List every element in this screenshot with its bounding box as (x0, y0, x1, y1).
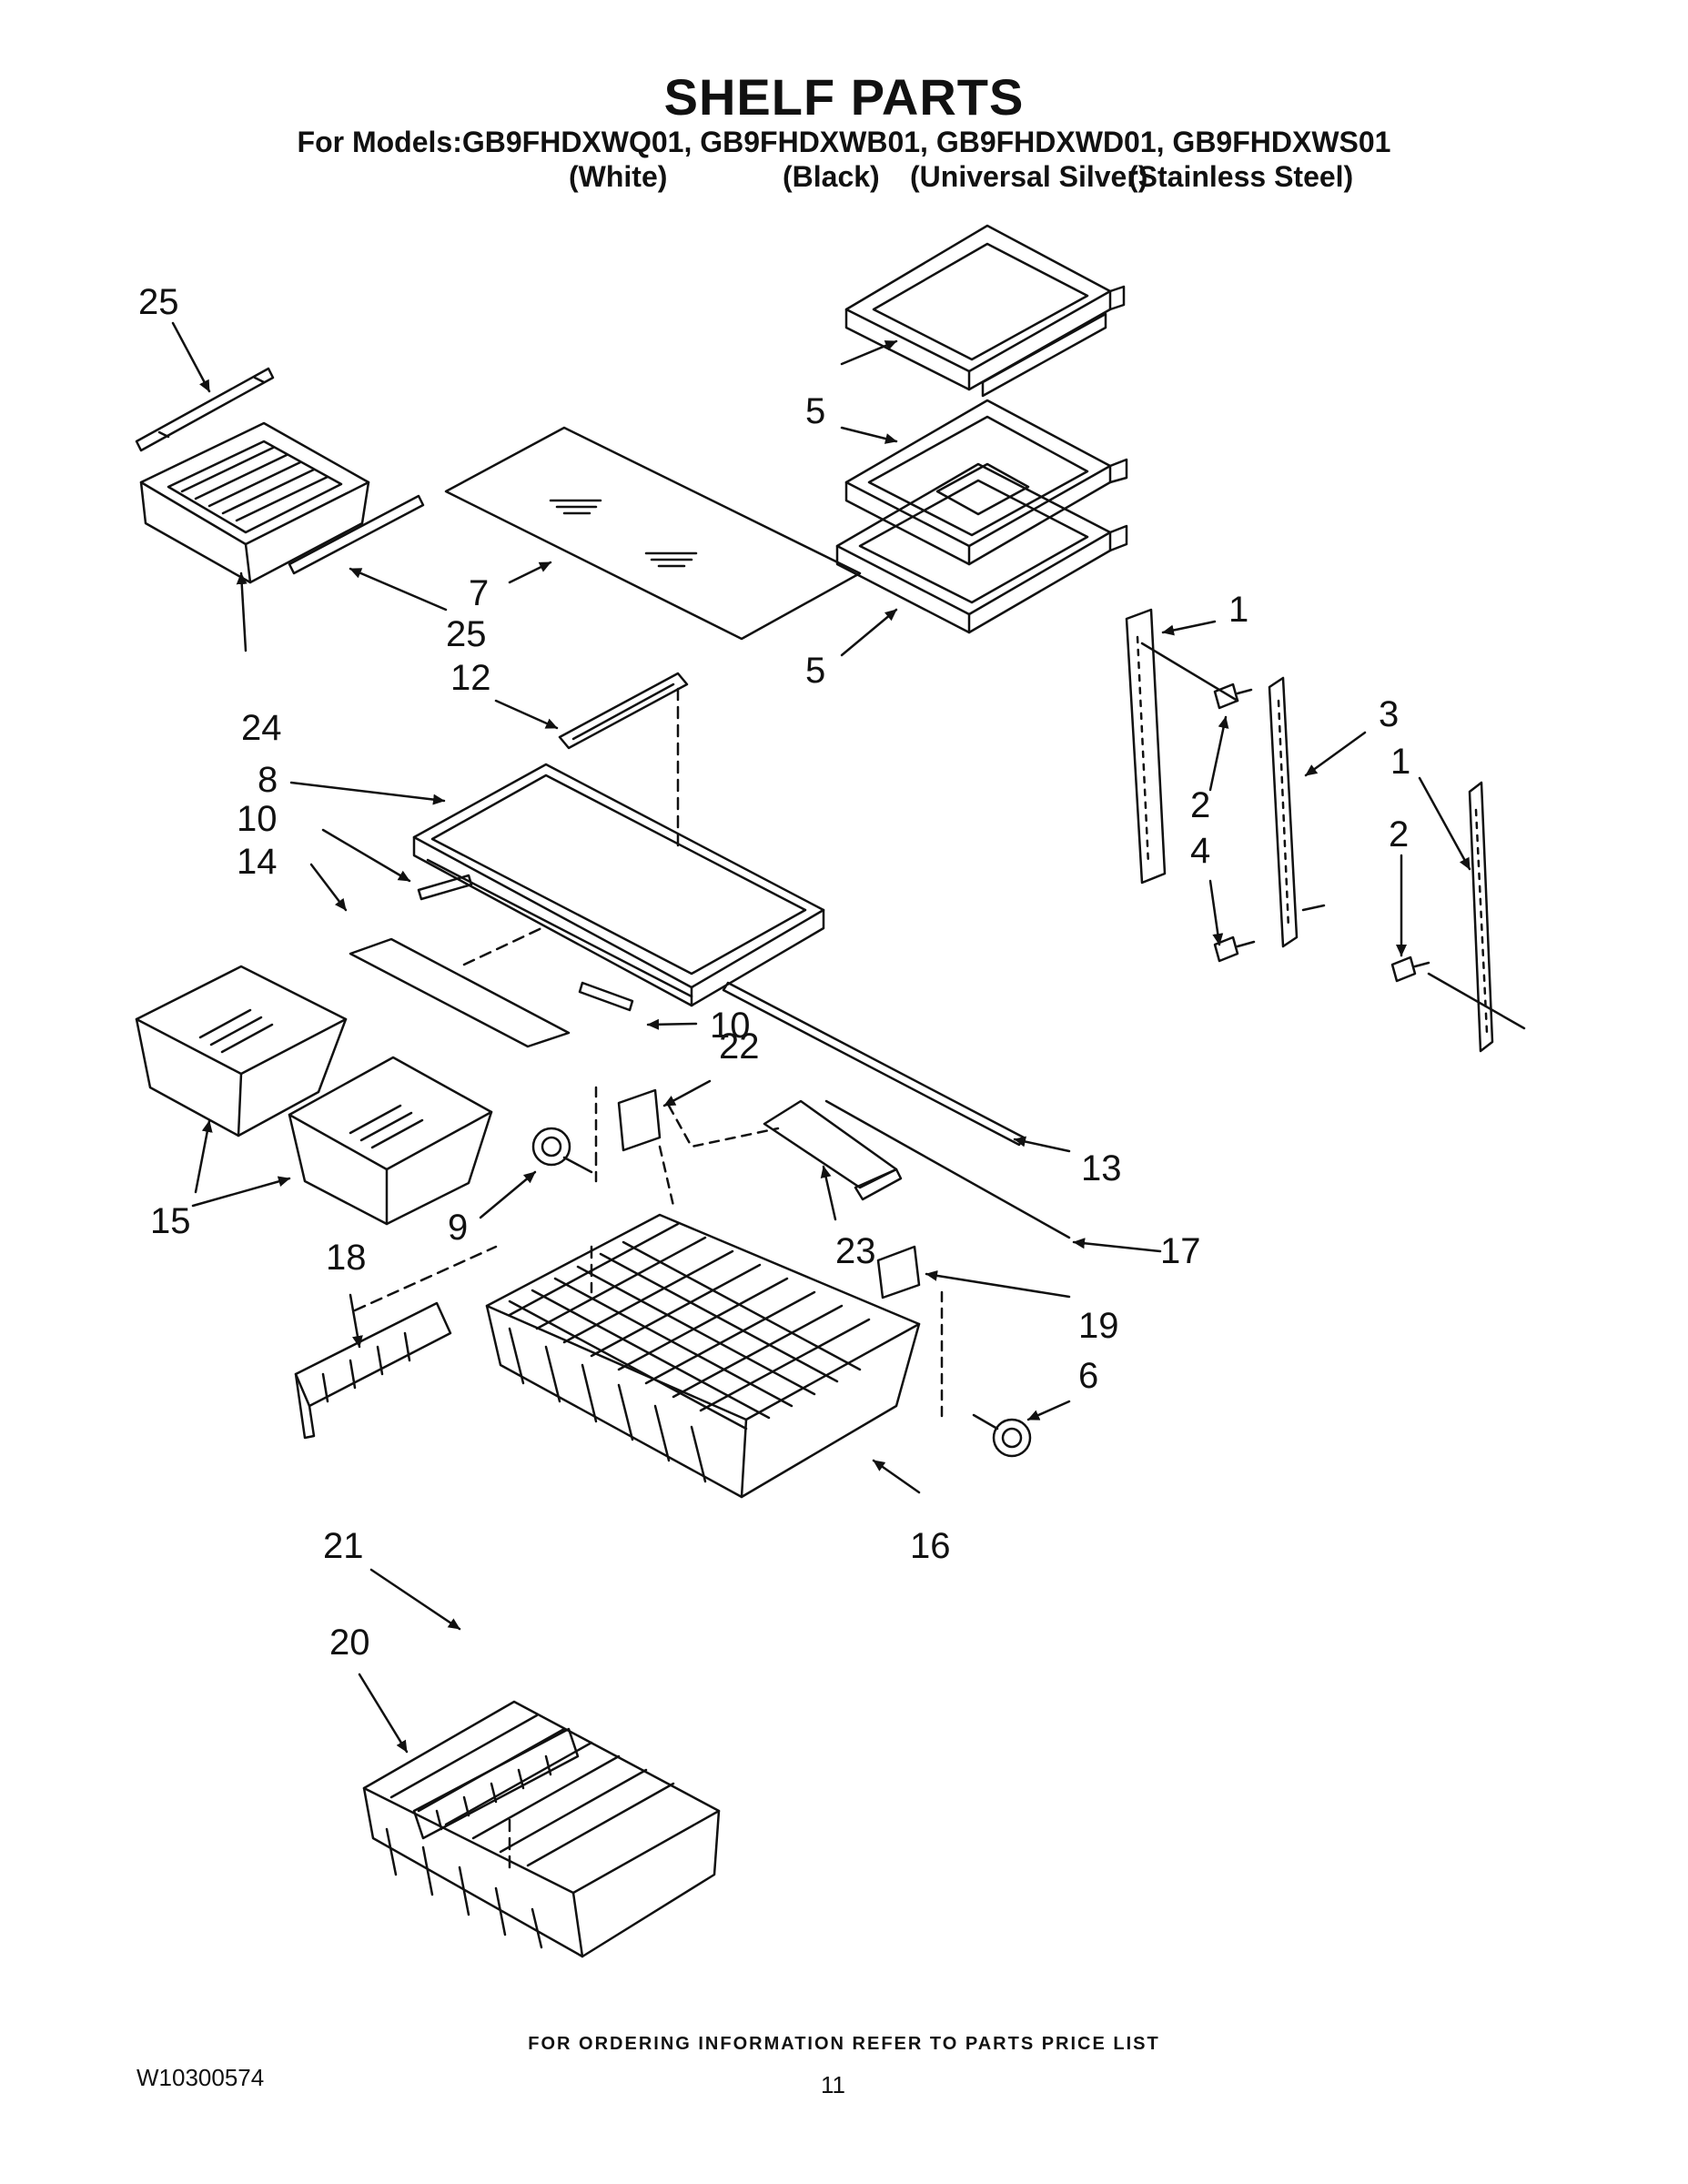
refrigerator-shelf-bottom (835, 462, 1128, 634)
variant-stainless-steel: (Stainless Steel) (1128, 160, 1354, 193)
callout-25-top: 25 (138, 282, 179, 322)
shelf-frame (412, 763, 825, 1007)
drawer-rail-top (135, 367, 275, 452)
callout-23: 23 (835, 1231, 876, 1271)
crisper-bin-right (288, 1056, 493, 1226)
screw-right (1390, 956, 1430, 983)
refrigerator-shelf-middle (844, 399, 1128, 566)
callout-17: 17 (1160, 1231, 1201, 1271)
gear-right (972, 1413, 1032, 1458)
leader-arrows (171, 321, 1471, 1754)
callout-9: 9 (448, 1208, 468, 1248)
callout-2-right: 2 (1389, 814, 1409, 854)
callout-labels: 25 5 7 25 24 12 5 1 8 10 14 3 2 4 1 2 22… (138, 282, 1410, 1663)
callout-12: 12 (450, 658, 491, 698)
callout-19: 19 (1078, 1306, 1119, 1346)
alignment-line-trim (462, 926, 543, 966)
screw-upper (1213, 682, 1253, 710)
alignment-lines-gears (594, 1086, 944, 1421)
crisper-bin-left (135, 965, 348, 1138)
callout-5-upper: 5 (805, 391, 825, 431)
shelf-trim (349, 937, 571, 1048)
callout-22: 22 (719, 1026, 760, 1067)
drawer-rail-side (288, 494, 425, 575)
callout-18: 18 (326, 1238, 367, 1278)
freezer-basket-lower (362, 1700, 721, 1958)
shelf-bracket-upper (417, 874, 473, 901)
callout-15: 15 (150, 1201, 191, 1241)
alignment-lines-basket (353, 1245, 593, 1312)
callout-4: 4 (1190, 831, 1210, 871)
end-cap-left (617, 1088, 662, 1152)
callout-14: 14 (237, 842, 278, 882)
callout-24: 24 (241, 708, 282, 748)
page-number: 11 (821, 2071, 845, 2098)
callout-2-left: 2 (1190, 785, 1210, 825)
callout-6: 6 (1078, 1356, 1098, 1396)
callout-20: 20 (329, 1623, 370, 1663)
shelf-clip (558, 672, 689, 750)
gear-left (531, 1127, 593, 1174)
models-line: For Models:GB9FHDXWQ01, GB9FHDXWB01, GB9… (297, 126, 1391, 158)
ordering-note: FOR ORDERING INFORMATION REFER TO PARTS … (528, 2034, 1160, 2054)
callout-10-left: 10 (237, 799, 278, 839)
callout-1-left: 1 (1228, 590, 1248, 630)
variant-universal-silver: (Universal Silver) (910, 160, 1148, 193)
freezer-basket-upper (485, 1213, 921, 1499)
callout-7: 7 (469, 573, 489, 613)
end-cap-right (876, 1245, 921, 1299)
refrigerator-shelf-top (844, 224, 1126, 398)
rail-right (1427, 781, 1526, 1053)
document-number: W10300574 (136, 2064, 265, 2091)
basket-front-upper (294, 1301, 452, 1440)
glass-shelf (444, 426, 862, 641)
callout-13: 13 (1081, 1148, 1122, 1188)
callout-16: 16 (910, 1526, 951, 1566)
callout-8: 8 (258, 760, 278, 800)
deli-drawer (139, 421, 370, 584)
callout-5-lower: 5 (805, 651, 825, 691)
basket-rod (824, 1099, 1071, 1239)
screw-lower (1213, 935, 1256, 963)
callout-3: 3 (1379, 694, 1399, 734)
rail-center (1140, 642, 1326, 948)
rail-left (1125, 608, 1167, 885)
basket-bracket (763, 1099, 903, 1201)
callout-25-lower: 25 (446, 614, 487, 654)
variant-white: (White) (569, 160, 668, 193)
callout-1-right: 1 (1390, 742, 1410, 782)
page-title: SHELF PARTS (663, 68, 1025, 126)
callout-21: 21 (323, 1526, 364, 1566)
shelf-bracket-lower (578, 981, 634, 1012)
variant-black: (Black) (783, 160, 880, 193)
callout-10-right: 10 (710, 1006, 751, 1046)
